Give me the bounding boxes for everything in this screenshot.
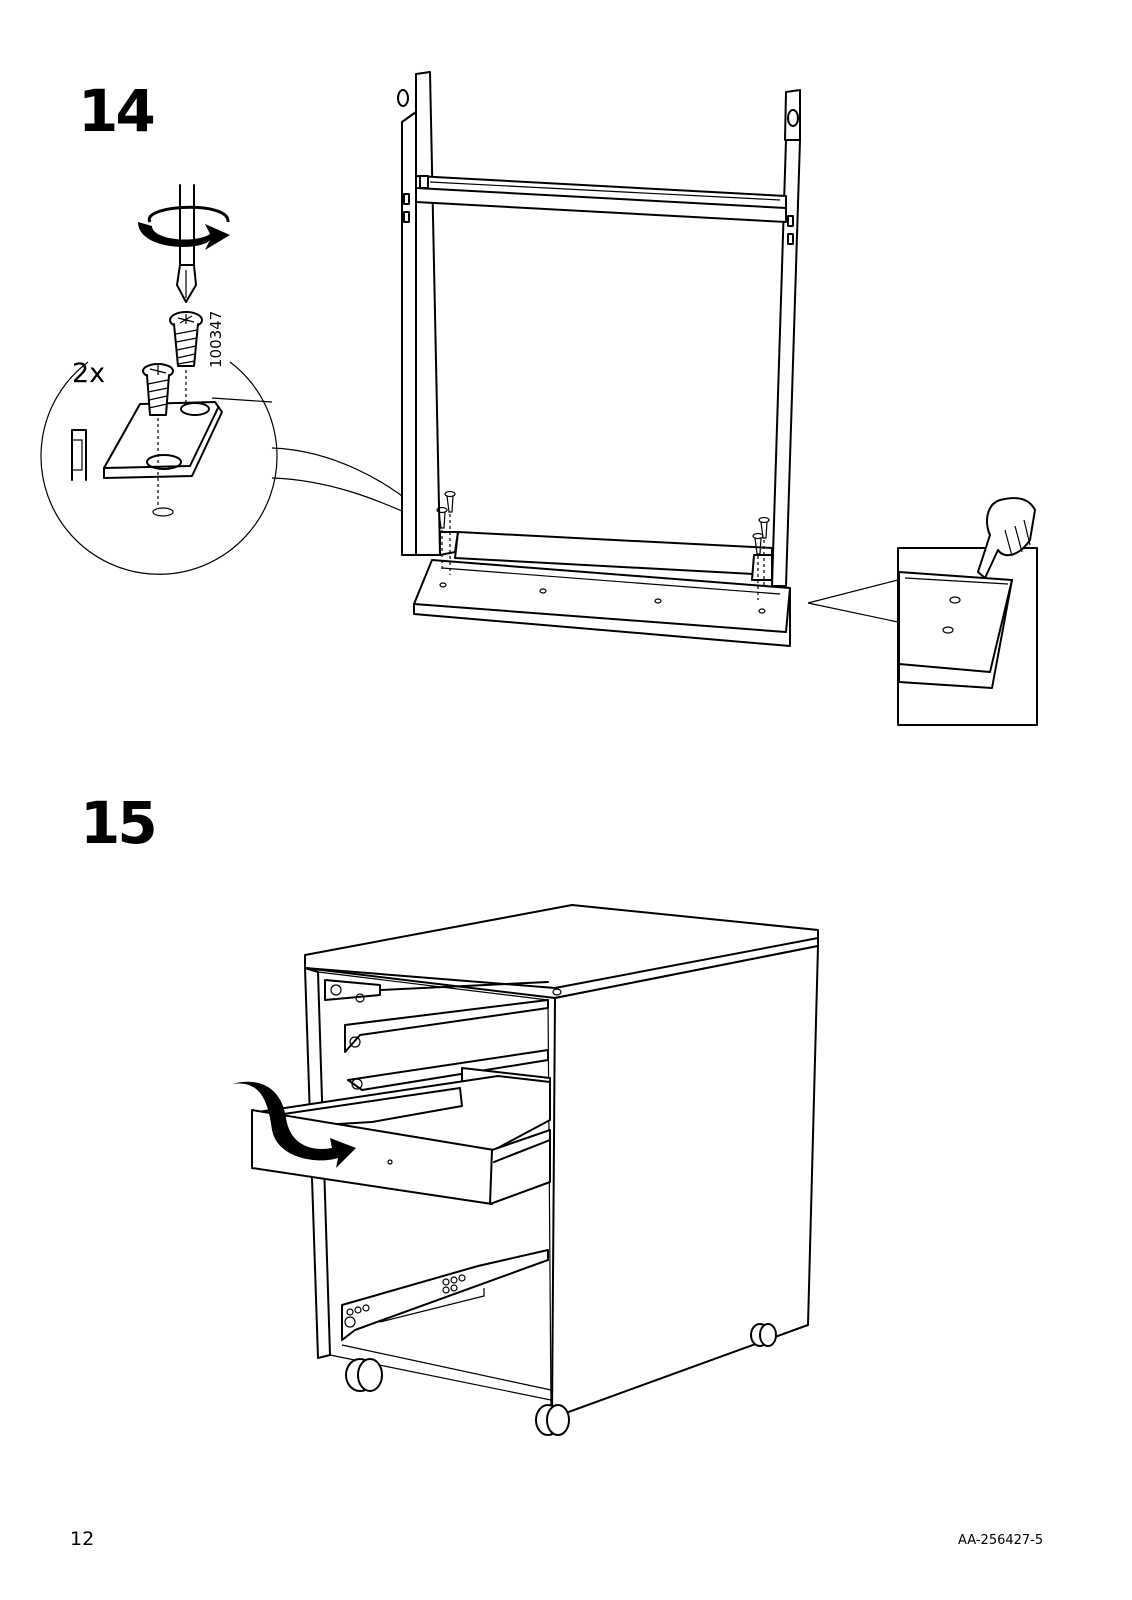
frame-drawing [398, 72, 800, 646]
step-15-illustration [232, 905, 818, 1435]
document-code: AA-256427-5 [958, 1533, 1043, 1548]
clockwise-rotation-arrow-icon [138, 207, 230, 250]
page-number: 12 [70, 1528, 94, 1550]
drawer-drawing [252, 1068, 550, 1204]
step-14-illustration: 100347 2x [41, 72, 1037, 725]
part-number-label: 100347 [207, 311, 225, 368]
screw-icon [170, 312, 202, 410]
quantity-label: 2x [72, 358, 105, 389]
hand-icon [978, 498, 1035, 578]
magnified-detail-circle [41, 362, 430, 574]
inset-detail-box [808, 498, 1037, 725]
